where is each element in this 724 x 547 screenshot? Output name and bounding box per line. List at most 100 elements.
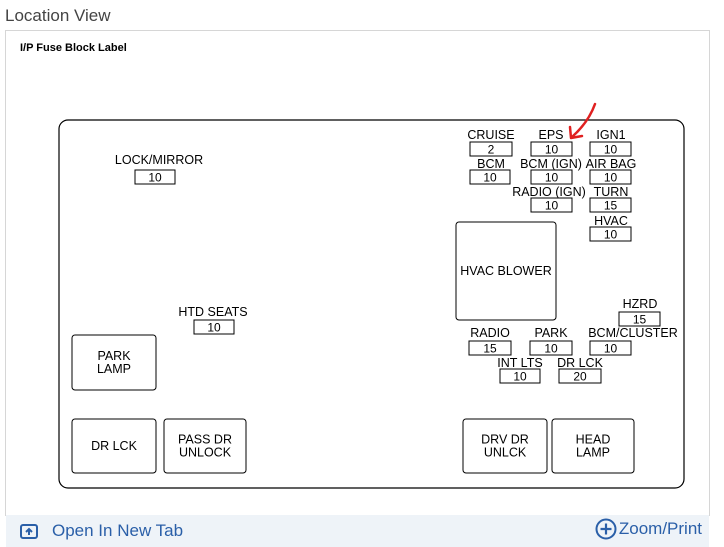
fuse-rating-value: 10 [148, 171, 162, 185]
bottom-toolbar [6, 515, 709, 547]
relay-box [551, 418, 635, 474]
fuse-rating-value: 2 [488, 143, 495, 157]
page-title: Location View [5, 6, 111, 25]
relay-label: UNLOCK [179, 446, 232, 460]
fuse-rating-box [618, 311, 661, 327]
fuse-lock-mirror: LOCK/MIRROR 10 [115, 153, 203, 185]
fuse-rating-value: 10 [545, 171, 559, 185]
fuse-bcm-ign: BCM (IGN)10 [520, 157, 582, 185]
relay-box [71, 334, 157, 391]
fuse-rating-value: 10 [604, 342, 618, 356]
fuse-label: IGN1 [596, 128, 625, 142]
fuse-htd-seats: HTD SEATS 10 [178, 305, 248, 335]
fuse-rating-value: 10 [513, 370, 527, 384]
fuse-label: RADIO [470, 326, 510, 340]
relay-label: UNLCK [484, 446, 527, 460]
relay-box [71, 418, 157, 474]
relay-label: DRV DR [481, 433, 529, 447]
fuse-label: PARK [534, 326, 568, 340]
fuse-radio-ign: RADIO (IGN)10 [512, 185, 586, 213]
relay-label: HEAD [576, 433, 611, 447]
open-in-new-tab-link[interactable]: Open In New Tab [20, 520, 183, 542]
fuse-label: BCM (IGN) [520, 157, 582, 171]
fuse-rating-value: 20 [573, 370, 587, 384]
fuse-rating-box [530, 197, 573, 213]
fuse-rating-box [589, 169, 632, 185]
fuse-rating-box [589, 226, 632, 242]
fuse-rating-value: 10 [544, 342, 558, 356]
fuse-label: RADIO (IGN) [512, 185, 586, 199]
relay-box [462, 418, 548, 474]
fuse-park: PARK 10 [529, 326, 573, 356]
relay-label: PASS DR [178, 433, 232, 447]
fuse-rating-box [589, 340, 632, 356]
fuse-label: BCM [477, 157, 505, 171]
zoom-print-label: Zoom/Print [618, 519, 702, 538]
zoom-print-link[interactable]: Zoom/Print [595, 517, 702, 541]
fuse-rating-box [193, 319, 235, 335]
fuse-rating-value: 15 [633, 313, 647, 327]
fuse-radio: RADIO 15 [468, 326, 512, 356]
fuse-rating-box [589, 197, 632, 213]
open-new-tab-icon [20, 523, 38, 539]
relay-label: LAMP [576, 446, 610, 460]
fuse-block-label-title: I/P Fuse Block Label [20, 42, 127, 54]
fuse-label: TURN [594, 185, 629, 199]
plus-circle-icon [595, 518, 617, 540]
fuse-rating-box [134, 169, 176, 185]
open-in-new-tab-label: Open In New Tab [52, 521, 184, 540]
relay-label: HVAC BLOWER [460, 264, 551, 278]
fuse-label: LOCK/MIRROR [115, 153, 203, 167]
red-arrow-head [568, 125, 584, 140]
fuse-rating-value: 10 [604, 171, 618, 185]
fuse-rating-value: 10 [545, 143, 559, 157]
fuse-rating-value: 10 [207, 321, 221, 335]
fuse-rating-box [469, 169, 511, 185]
relay-box [163, 418, 247, 474]
fuse-rating-value: 15 [483, 342, 497, 356]
fuse-rating-value: 10 [545, 199, 559, 213]
fuse-rating-box [529, 340, 573, 356]
fuse-rating-box [499, 368, 541, 384]
fuse-label: HTD SEATS [178, 305, 247, 319]
fuse-rating-value: 10 [483, 171, 497, 185]
fuse-label: BCM/CLUSTER [588, 326, 678, 340]
relay-label: LAMP [97, 362, 131, 376]
fuse-label: DR LCK [557, 356, 604, 370]
relay-label: DR LCK [91, 439, 138, 453]
fuse-rating-box [469, 141, 513, 157]
fuse-rating-box [589, 141, 632, 157]
fuse-rating-value: 15 [604, 199, 618, 213]
fuse-label: HVAC [594, 214, 628, 228]
fuse-label: HZRD [623, 297, 658, 311]
fuse-rating-box [468, 340, 512, 356]
fuse-label: EPS [538, 128, 563, 142]
relay-dr-lck: DR LCK [71, 418, 157, 474]
fuse-rating-box [530, 141, 573, 157]
fuse-rating-box [558, 368, 602, 384]
fuse-label: AIR BAG [586, 157, 637, 171]
relay-label: PARK [97, 349, 131, 363]
fuse-block-outline [58, 119, 685, 489]
fuse-rating-box [530, 169, 573, 185]
fuse-rating-value: 10 [604, 143, 618, 157]
fuse-rating-value: 10 [604, 228, 618, 242]
relay-box [455, 221, 557, 321]
fuse-label: INT LTS [497, 356, 542, 370]
fuse-label: CRUISE [467, 128, 514, 142]
red-arrow-annotation [570, 102, 597, 139]
